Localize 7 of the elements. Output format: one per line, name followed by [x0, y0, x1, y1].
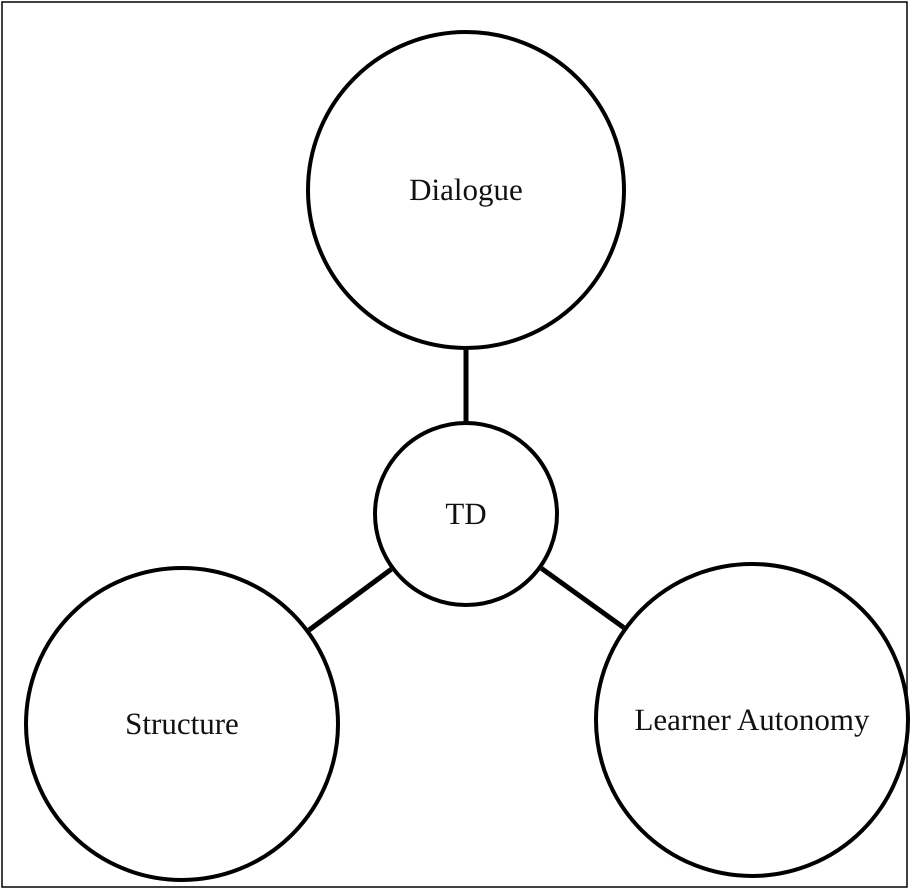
- connector-line: [308, 567, 393, 632]
- node-label: Learner Autonomy: [633, 700, 870, 739]
- connector-line: [464, 350, 468, 421]
- node-label: TD: [444, 494, 488, 533]
- node-label: Structure: [124, 704, 240, 743]
- connector-line: [540, 566, 626, 630]
- node-label: Dialogue: [408, 170, 524, 209]
